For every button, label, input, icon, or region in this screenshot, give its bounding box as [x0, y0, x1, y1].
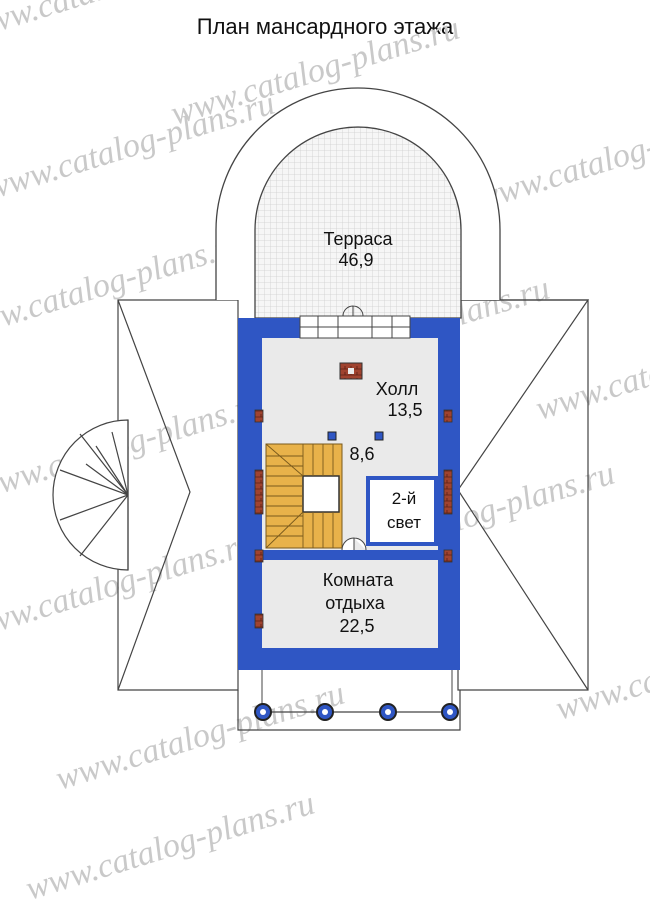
terrace-name: Терраса [323, 229, 393, 249]
partition-wall [262, 550, 438, 560]
watermark: www.catalog-plans.ru [472, 95, 650, 218]
spiral-staircase [52, 419, 129, 571]
column-icon [327, 431, 337, 441]
hall-name: Холл [376, 379, 418, 399]
terrace-area: 46,9 [338, 250, 373, 270]
rest-room-name: Комната [323, 570, 394, 590]
second-light-line1: 2-й [392, 489, 417, 508]
stair-hall-area: 8,6 [349, 444, 374, 464]
window-marker [254, 469, 264, 515]
terrace-door [299, 305, 411, 339]
window-marker [443, 469, 453, 515]
hall-floor [262, 338, 438, 440]
hall-area: 13,5 [387, 400, 422, 420]
rest-room-name-line2: отдыха [325, 593, 386, 613]
rest-room-area: 22,5 [339, 616, 374, 636]
column-icon [254, 703, 459, 721]
watermark: www.catalog-plans.ru [0, 225, 249, 348]
watermark: www.catalog-plans.ru [52, 675, 349, 798]
second-light-void [366, 476, 438, 546]
page-title: План мансардного этажа [196, 14, 454, 39]
window-marker [254, 549, 264, 563]
fireplace-icon [339, 362, 363, 380]
watermark: www.catalog-plans.ru [0, 385, 269, 508]
watermark: www.catalog-plans.ru [0, 525, 259, 648]
watermark: www.catalog-plans.ru [0, 0, 259, 48]
window-marker [254, 613, 264, 629]
watermark: www.catalog-plans.ru [552, 605, 650, 728]
window-marker [443, 409, 453, 423]
terrace-floor [254, 126, 462, 319]
second-light-line2: свет [387, 513, 421, 532]
rest-room-floor [262, 560, 438, 648]
column-icon [374, 431, 384, 441]
internal-staircase [265, 443, 343, 549]
watermark: www.catalog-plans.ru [532, 305, 650, 428]
door-swing-icon [341, 537, 367, 551]
door-swing-icon [342, 305, 364, 317]
watermark: www.catalog-plans.ru [22, 785, 319, 900]
window-marker [254, 409, 264, 423]
window-marker [443, 549, 453, 563]
